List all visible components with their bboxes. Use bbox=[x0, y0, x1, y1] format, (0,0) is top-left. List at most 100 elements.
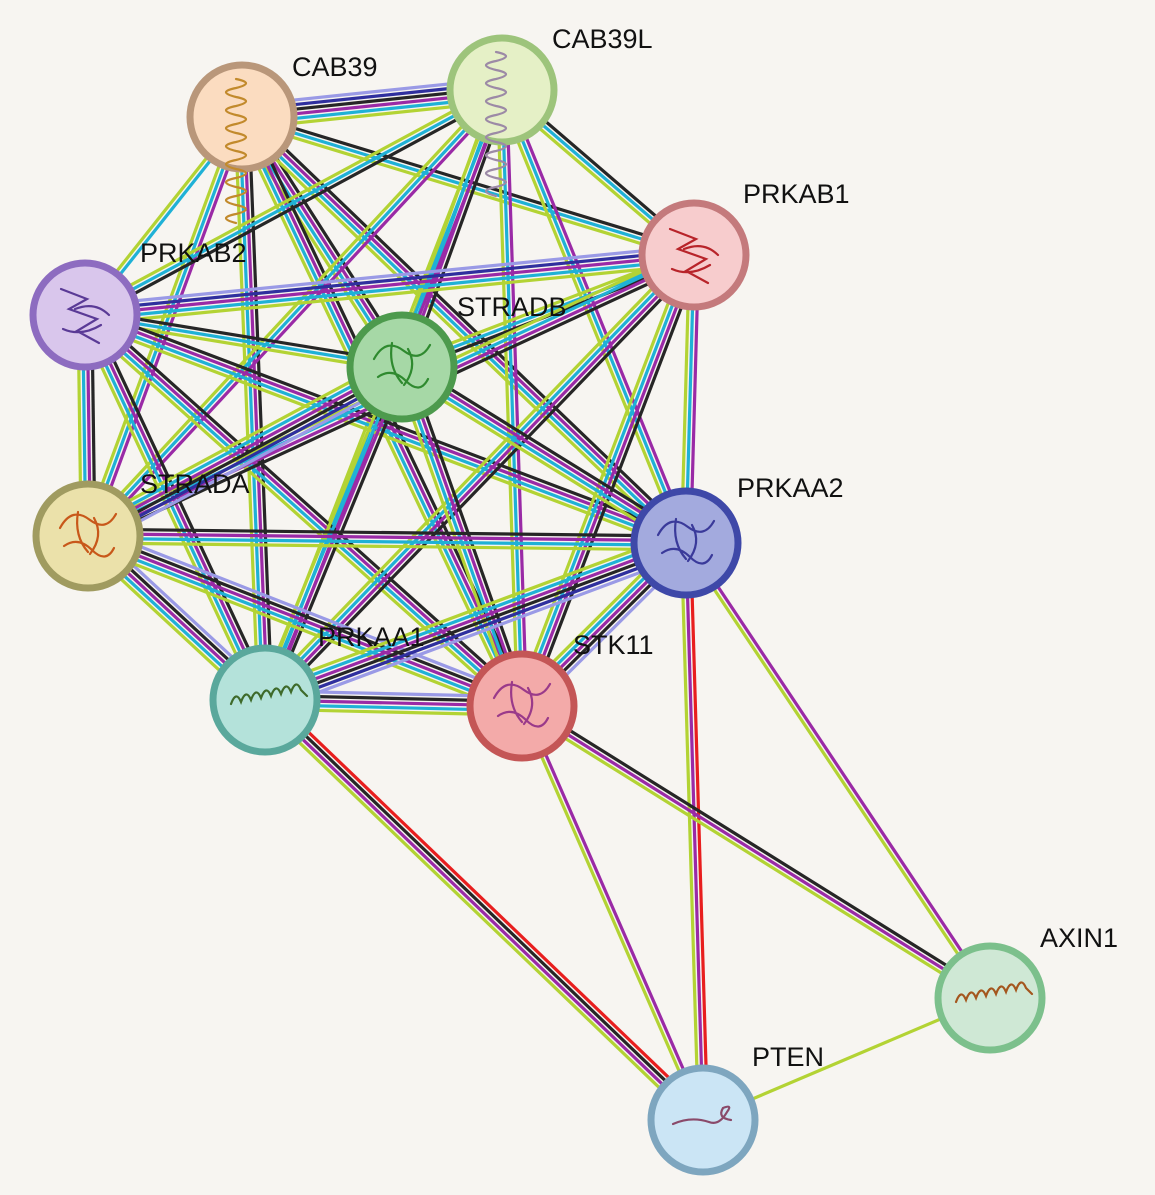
node-prkab2[interactable] bbox=[29, 259, 141, 371]
kinase-fold-structure-icon bbox=[656, 517, 716, 565]
edge-strand-experiments bbox=[522, 255, 698, 708]
edge-strand-experiments bbox=[402, 363, 689, 543]
edge-strand-textmining bbox=[259, 703, 700, 1127]
edge-strand-textmining bbox=[87, 541, 686, 552]
edge-strand-experiments bbox=[402, 365, 526, 706]
node-circle[interactable] bbox=[346, 311, 458, 423]
edge-prkaa1-pten bbox=[259, 693, 709, 1127]
edge-strand-textmining bbox=[85, 262, 696, 326]
node-label-stradb: STRADB bbox=[457, 292, 567, 322]
edge-strand-databases bbox=[500, 89, 688, 544]
node-stk11[interactable] bbox=[466, 650, 578, 762]
labels-layer: CAB39 CAB39L PRKAB1 PRKAB2 STRADB STRADA… bbox=[140, 24, 1118, 1072]
edge-strand-experiments bbox=[85, 313, 269, 700]
node-label-cab39: CAB39 bbox=[292, 52, 378, 82]
node-prkab1[interactable] bbox=[638, 199, 750, 311]
edge-strand-databases bbox=[86, 116, 244, 537]
edge-strand-experiments bbox=[87, 534, 523, 708]
edge-strada-stk11 bbox=[84, 525, 526, 717]
edge-strand-experiments bbox=[86, 363, 402, 536]
node-circle[interactable] bbox=[630, 487, 742, 599]
edge-strand-textmining bbox=[682, 543, 990, 1001]
edge-prkaa2-prkaa1 bbox=[260, 530, 691, 713]
edge-stradb-prkaa2 bbox=[397, 359, 691, 551]
edge-strand-coexpression bbox=[242, 111, 696, 253]
edge-strand-databases bbox=[87, 536, 686, 547]
edge-strand-experiments bbox=[262, 700, 703, 1123]
edge-strand-textmining bbox=[233, 117, 260, 701]
node-circle[interactable] bbox=[934, 942, 1046, 1054]
node-circle[interactable] bbox=[466, 650, 578, 762]
node-label-prkab2: PRKAB2 bbox=[140, 238, 247, 268]
edge-strand-textmining bbox=[81, 355, 398, 528]
edge-strand-databases bbox=[85, 257, 695, 322]
edge-strand-experiments bbox=[265, 367, 406, 702]
edge-strand-textmining bbox=[514, 251, 690, 705]
edge-strand-experiments bbox=[504, 87, 692, 542]
edge-strand-textmining bbox=[84, 543, 520, 717]
node-circle[interactable] bbox=[209, 644, 321, 756]
alpha-helix-structure-icon bbox=[229, 683, 309, 706]
beta-sheet-structure-icon bbox=[59, 287, 111, 345]
beta-sheet-structure-icon bbox=[668, 227, 720, 285]
node-circle[interactable] bbox=[32, 480, 144, 592]
alpha-helix-structure-icon bbox=[954, 981, 1034, 1004]
node-label-cab39l: CAB39L bbox=[552, 24, 653, 54]
edge-strand-experiments bbox=[684, 542, 705, 1121]
edge-prkaa2-pten bbox=[679, 542, 710, 1121]
edge-strand-experiments bbox=[84, 253, 695, 317]
edge-strand-textmining bbox=[397, 371, 684, 551]
edge-cab39l-prkab2 bbox=[82, 84, 505, 321]
kinase-fold-structure-icon bbox=[58, 510, 118, 558]
node-label-axin1: AXIN1 bbox=[1040, 923, 1118, 953]
edge-strand-textmining bbox=[496, 91, 684, 546]
edge-strand-coexpression bbox=[88, 527, 687, 538]
node-cab39l[interactable] bbox=[446, 34, 558, 198]
node-prkaa2[interactable] bbox=[630, 487, 742, 599]
kinase-fold-structure-icon bbox=[372, 341, 432, 389]
edge-strand-databases bbox=[399, 367, 686, 547]
node-label-pten: PTEN bbox=[752, 1042, 824, 1072]
edge-strand-textmining bbox=[518, 706, 703, 1122]
edge-prkab2-prkab1 bbox=[83, 244, 696, 326]
node-stradb[interactable] bbox=[346, 311, 458, 423]
edge-prkaa2-axin1 bbox=[682, 540, 994, 1001]
node-label-prkaa1: PRKAA1 bbox=[318, 622, 425, 652]
edge-strand-cooccurrence bbox=[84, 248, 694, 313]
edge-strand-gene-fusion bbox=[688, 542, 710, 1120]
edge-strand-coexpression bbox=[404, 359, 691, 539]
edge-strand-experiments bbox=[263, 539, 686, 700]
edge-strand-coexpression bbox=[89, 311, 273, 698]
edge-strand-homology bbox=[83, 244, 694, 308]
node-strada[interactable] bbox=[32, 480, 144, 592]
edge-strand-databases bbox=[83, 359, 400, 532]
edge-strand-gene-fusion bbox=[268, 693, 709, 1117]
helix-bundle-structure-icon bbox=[224, 77, 248, 225]
edge-strand-homology bbox=[92, 375, 409, 548]
node-prkaa1[interactable] bbox=[209, 644, 321, 756]
edge-strand-textmining bbox=[82, 84, 501, 313]
edge-strand-experiments bbox=[686, 540, 994, 998]
edge-cab39-prkaa1 bbox=[233, 116, 274, 701]
edge-strand-databases bbox=[81, 315, 265, 702]
node-cab39[interactable] bbox=[186, 61, 298, 225]
edge-strand-textmining bbox=[81, 319, 685, 551]
edge-strand-coexpression bbox=[88, 367, 404, 540]
edge-strand-experiments bbox=[90, 92, 507, 541]
kinase-fold-structure-icon bbox=[492, 680, 552, 728]
edge-strand-coexpression bbox=[526, 256, 702, 710]
edge-strand-databases bbox=[84, 88, 503, 317]
edge-strand-cooccurrence bbox=[90, 371, 407, 544]
node-axin1[interactable] bbox=[934, 942, 1046, 1054]
node-label-strada: STRADA bbox=[140, 469, 250, 499]
edge-strand-experiments bbox=[88, 532, 687, 543]
edge-stradb-strada bbox=[81, 355, 409, 548]
edge-stk11-axin1 bbox=[518, 700, 994, 1004]
edge-strand-textmining bbox=[679, 543, 701, 1121]
edge-strand-databases bbox=[262, 535, 685, 696]
node-pten[interactable] bbox=[647, 1064, 759, 1176]
edge-strand-experiments bbox=[504, 89, 529, 706]
edge-strand-textmining bbox=[518, 708, 989, 1004]
edge-strand-experiments bbox=[521, 704, 991, 1000]
